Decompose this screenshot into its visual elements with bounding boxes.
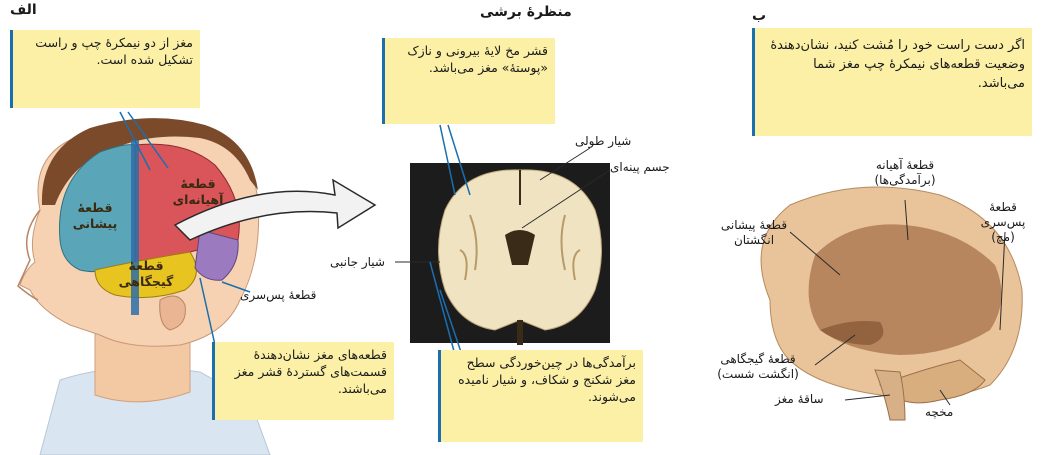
callout-lobes: قطعه‌های مغز نشان‌دهندهٔ قسمت‌های گسترده… [212, 342, 394, 420]
brain-section-photo [395, 125, 610, 355]
label-parietal-lobe: قطعهٔ آهیانه‌ای [168, 176, 228, 208]
callout-hemispheres: مغز از دو نیمکرهٔ چپ و راست تشکیل شده اس… [10, 30, 200, 108]
label-temporal-thumb: قطعهٔ گیجگاهی (انگشت شست) [708, 352, 808, 382]
label-brainstem: ساقهٔ مغز [775, 392, 824, 407]
label-occipital-lobe: قطعهٔ پس‌سری [240, 288, 316, 303]
callout-gyri: برآمدگی‌ها در چین‌خوردگی سطح مغز شکنج و … [438, 350, 643, 442]
label-lateral-fissure: شیار جانبی [330, 255, 385, 270]
label-corpus-callosum: جسم پینه‌ای [610, 160, 670, 175]
label-longitudinal-fissure: شیار طولی [575, 134, 631, 149]
panel-title-left: الف [10, 2, 37, 18]
callout-fist: اگر دست راست خود را مُشت کنید، نشان‌دهند… [752, 28, 1032, 136]
label-parietal-knuckles: قطعهٔ آهیانه (برآمدگی‌ها) [860, 158, 950, 188]
panel-title-middle: منظرهٔ برشی [480, 4, 572, 20]
label-frontal-fingers: قطعهٔ پیشانی انگشتان [708, 218, 800, 248]
label-occipital-wrist: قطعهٔ پس‌سری (مچ) [968, 200, 1038, 245]
label-frontal-lobe: قطعهٔ پیشانی [65, 200, 125, 232]
panel-title-right: ب [752, 8, 766, 24]
label-cerebellum: مخچه [925, 405, 953, 420]
label-temporal-lobe: قطعهٔ گیجگاهی [112, 258, 180, 290]
callout-cortex: قشر مخ لایهٔ بیرونی و نازک «پوستهٔ» مغز … [382, 38, 555, 124]
